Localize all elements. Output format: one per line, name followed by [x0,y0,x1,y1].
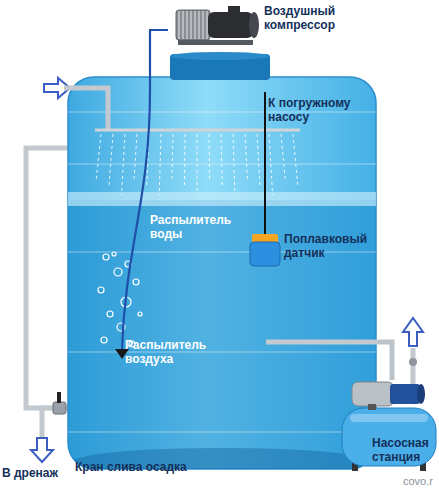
water-sprayer-label: Распылитель воды [150,213,232,241]
air-diffuser [115,349,129,359]
water-tank: Распылитель водыРаспылитель воздуха Попла… [66,52,378,472]
air-hose [150,30,168,52]
float-sensor-label: Поплавковый датчик [284,232,372,260]
compressor-symbol [176,6,259,45]
watermark: covo.r [403,474,439,488]
drain-label: В дренаж [2,466,74,480]
float-sensor: Поплавковый датчик [248,228,373,273]
cable-label: К погружному насосу [268,96,378,124]
drain-tap [53,402,66,414]
pipe-fitting [409,358,417,366]
pump-station: Насосная станция [338,380,439,472]
overflow-pipe [26,148,70,408]
outlet-pipe [411,348,416,385]
air-hose [122,52,150,350]
air-diffuser-label: Распылитель воздуха [125,338,207,366]
float-symbol [250,234,280,266]
air-compressor: Воздушный компрессор [168,0,358,50]
tap-label: Кран слива осадка [75,460,210,474]
water-pipe [378,342,392,380]
tank-body [64,52,378,476]
compressor-label: Воздушный компрессор [264,4,356,32]
drain-pipe [42,408,70,440]
flow-arrow [31,438,53,462]
water-tank-shape [66,52,378,472]
tap-handle [57,392,61,403]
flow-arrow [403,318,423,346]
pump-station-label: Насосная станция [372,436,438,464]
float-cable [264,92,266,234]
